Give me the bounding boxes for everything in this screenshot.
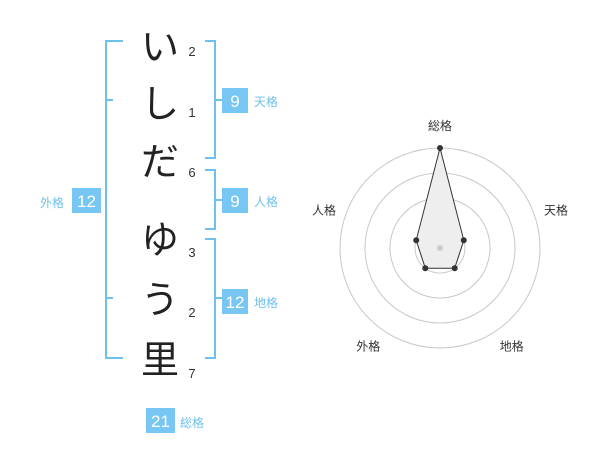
jinkaku-value: 9 (230, 192, 239, 211)
radar-axis-label-4: 外格 (356, 339, 380, 354)
jinkaku-bracket (205, 169, 216, 230)
outer-bracket (105, 40, 123, 359)
jinkaku-badge: 9 人格 (222, 188, 278, 213)
stroke-count-1: 2 (188, 44, 195, 59)
chikaku-badge: 12 地格 (222, 289, 278, 314)
radar-point-5 (413, 237, 420, 244)
radar-axis-label-1: 総格 (428, 118, 452, 133)
soukaku-label: 総格 (180, 415, 204, 430)
bracket-lines (105, 40, 222, 359)
stroke-count-3: 6 (188, 165, 195, 180)
soukaku-badge: 21 総格 (146, 408, 204, 433)
name-char-3: だ (141, 140, 179, 184)
name-column: い し だ ゆ う 里 2 1 6 3 2 7 (141, 25, 196, 382)
name-char-5: う (141, 278, 179, 322)
stroke-count-6: 7 (188, 366, 195, 381)
radar-series-area (415, 147, 465, 269)
soukaku-value: 21 (151, 412, 170, 431)
gaikaku-value: 12 (77, 192, 96, 211)
gaikaku-label: 外格 (40, 195, 64, 210)
stroke-count-2: 1 (188, 105, 195, 120)
chikaku-value: 12 (226, 293, 245, 312)
radar-point-2 (460, 237, 467, 244)
name-char-2: し (141, 82, 179, 126)
radar-center-dot (437, 245, 443, 251)
tenkaku-badge: 9 天格 (222, 88, 278, 113)
stroke-count-5: 2 (188, 305, 195, 320)
stroke-count-4: 3 (188, 245, 195, 260)
name-char-6: 里 (141, 338, 179, 382)
jinkaku-label: 人格 (254, 194, 278, 209)
name-char-1: い (141, 25, 179, 69)
radar-axis-label-5: 人格 (312, 202, 336, 217)
gaikaku-badge: 外格 12 (40, 188, 101, 213)
radar-point-4 (422, 265, 429, 272)
name-char-4: ゆ (141, 218, 179, 262)
chikaku-label: 地格 (254, 295, 278, 310)
tenkaku-bracket (205, 40, 216, 159)
tenkaku-label: 天格 (254, 94, 278, 109)
radar-point-1 (437, 145, 443, 151)
radar-axis-label-3: 地格 (500, 339, 524, 354)
tenkaku-value: 9 (230, 92, 239, 111)
chikaku-bracket (205, 238, 216, 359)
radar-axis-label-2: 天格 (544, 202, 568, 217)
radar-point-3 (451, 265, 458, 272)
